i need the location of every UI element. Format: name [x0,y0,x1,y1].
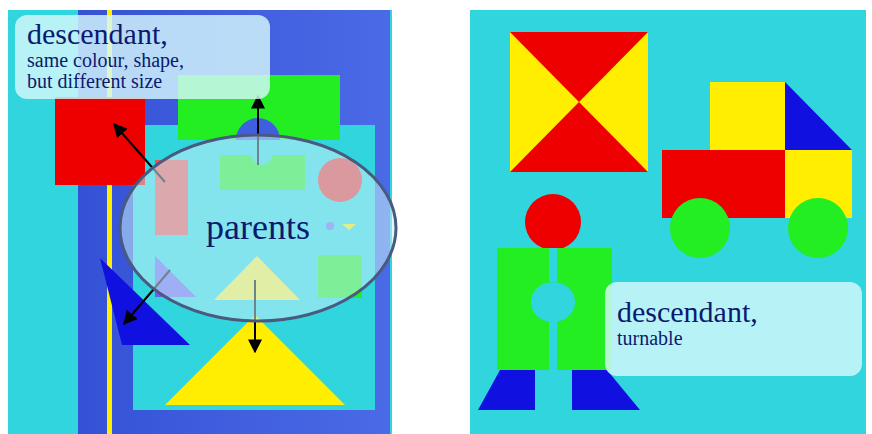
parent-ellipse: parents [118,133,398,323]
robot-head [525,194,581,250]
robot-body [497,248,612,370]
truck-cab [710,82,785,150]
robot-foot [478,370,535,410]
heading-text: parents [206,209,310,247]
heading-text: descendant, [27,18,258,50]
callout-box: descendant,turnable [605,282,862,376]
robot-foot [572,370,640,410]
wheel [788,198,848,258]
ellipse-shape [120,135,396,321]
hourglass-square [510,32,648,172]
robot-gap [549,248,557,282]
red-triangle [510,32,648,102]
wheel [670,198,730,258]
red-triangle [510,102,648,172]
robot-gap [549,320,557,370]
body-text: turnable [617,328,850,349]
truck-window [785,82,852,150]
heading-text: descendant, [617,296,850,328]
panel-ground [470,10,866,434]
robot-hole [531,282,575,322]
red-square [55,97,145,185]
body-text: same colour, shape, but different size [27,50,205,92]
callout-box: descendant,same colour, shape, but diffe… [15,15,270,99]
